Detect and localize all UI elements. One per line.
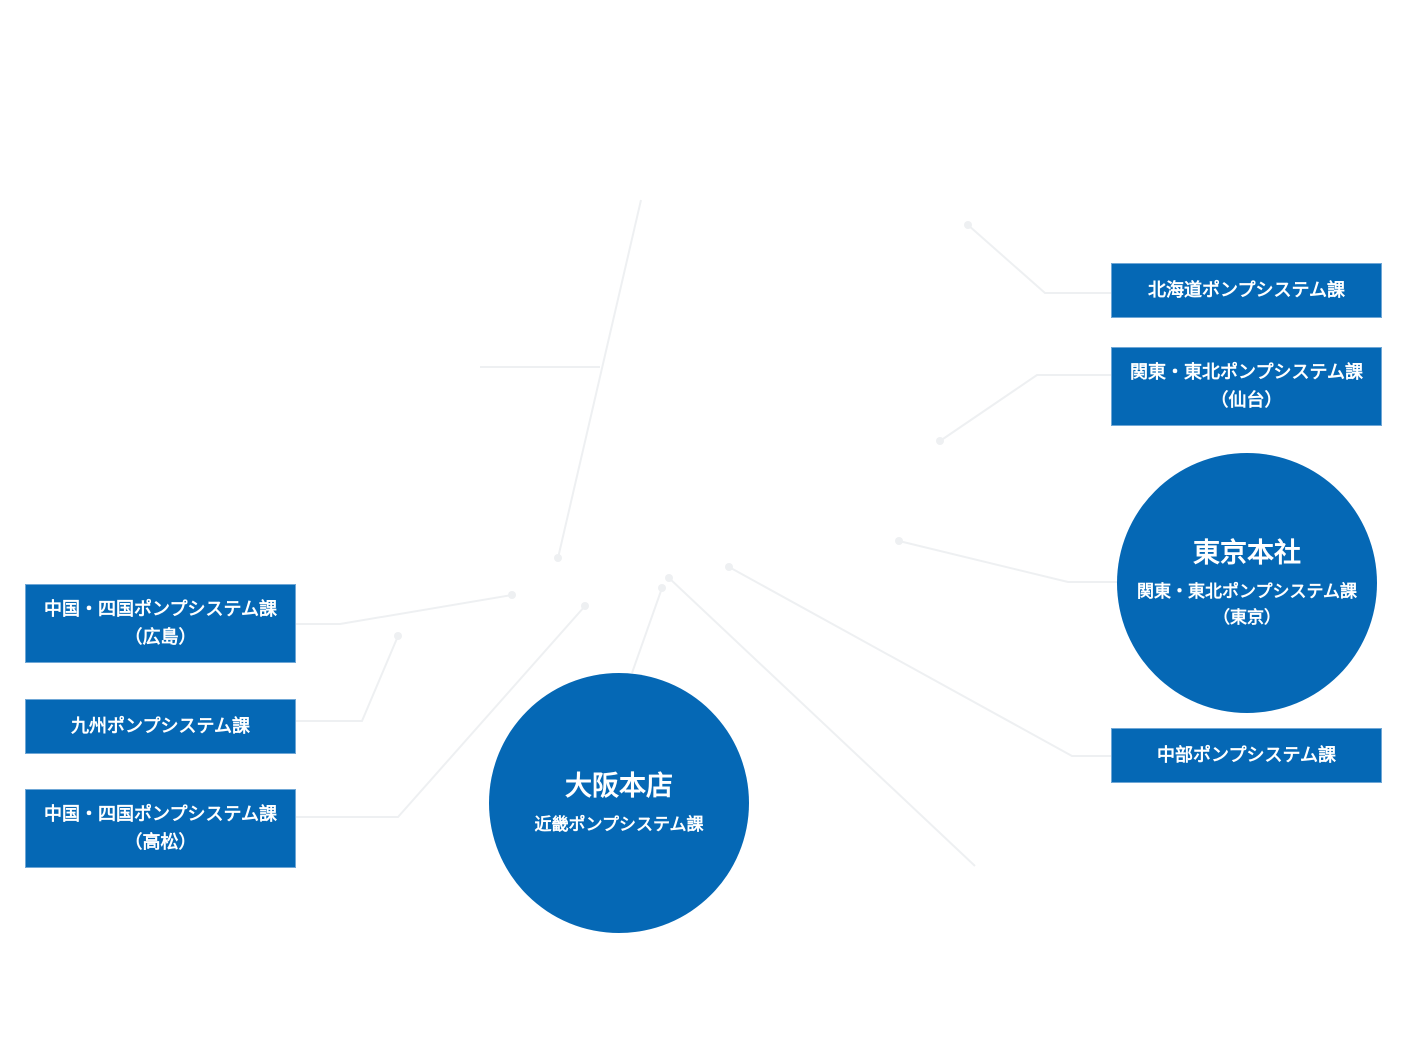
line-chubu	[728, 566, 1111, 757]
section-hokkaido: 北海道ポンプシステム課	[1111, 263, 1382, 318]
hq-osaka: 大阪本店 近畿ポンプシステム課	[489, 673, 749, 933]
section-chugoku-hiroshima: 中国・四国ポンプシステム課 （広島）	[25, 584, 296, 663]
section-label: 中国・四国ポンプシステム課	[44, 598, 277, 620]
line-hokkaido	[967, 224, 1111, 294]
node-dot	[581, 602, 589, 610]
node-dot	[725, 563, 733, 571]
section-location: （広島）	[124, 626, 197, 648]
line-kyushu	[296, 635, 399, 722]
section-label: 九州ポンプシステム課	[71, 715, 250, 737]
section-label: 北海道ポンプシステム課	[1148, 279, 1345, 301]
line-hiroshima	[296, 594, 513, 625]
section-label: 中国・四国ポンプシステム課	[44, 803, 277, 825]
node-dot	[508, 591, 516, 599]
line-kanto-sendai	[939, 374, 1111, 442]
line-takamatsu	[296, 605, 586, 818]
hq-title: 大阪本店	[565, 771, 673, 802]
section-chubu: 中部ポンプシステム課	[1111, 728, 1382, 783]
hq-tokyo: 東京本社 関東・東北ポンプシステム課 （東京）	[1117, 453, 1377, 713]
node-dot	[665, 574, 673, 582]
section-location: （高松）	[124, 831, 197, 853]
node-dot	[936, 437, 944, 445]
section-chugoku-takamatsu: 中国・四国ポンプシステム課 （高松）	[25, 789, 296, 868]
section-kanto-sendai: 関東・東北ポンプシステム課 （仙台）	[1111, 347, 1382, 426]
section-label: 関東・東北ポンプシステム課	[1130, 361, 1363, 383]
section-kyushu: 九州ポンプシステム課	[25, 699, 296, 754]
line-deco-2	[557, 199, 642, 559]
node-dot	[658, 584, 666, 592]
hq-section: 近畿ポンプシステム課	[534, 815, 704, 835]
node-dot	[895, 537, 903, 545]
node-dot	[964, 221, 972, 229]
node-dot	[554, 554, 562, 562]
node-dot	[394, 632, 402, 640]
hq-section: 関東・東北ポンプシステム課	[1137, 582, 1357, 602]
line-osaka	[631, 587, 663, 674]
line-tokyo	[898, 540, 1118, 583]
section-label: 中部ポンプシステム課	[1157, 744, 1336, 766]
hq-title: 東京本社	[1193, 538, 1301, 569]
hq-location: （東京）	[1213, 608, 1281, 628]
line-deco-1	[668, 577, 976, 867]
section-location: （仙台）	[1210, 389, 1283, 411]
